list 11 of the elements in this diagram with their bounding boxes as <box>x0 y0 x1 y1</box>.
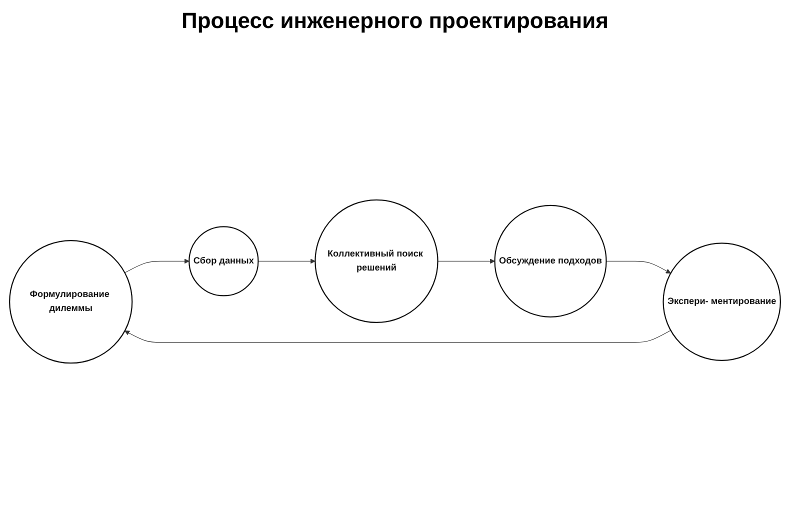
node-circle: Обсуждение подходов <box>494 204 607 318</box>
node-circle: Коллективный поиск решений <box>314 199 438 324</box>
arrow <box>124 330 671 343</box>
arrow <box>606 260 671 274</box>
node-circle: Экспери- ментирование <box>662 242 782 361</box>
arrow <box>258 258 316 264</box>
diagram-title: Процесс инженерного проектирования <box>182 8 608 34</box>
arrow <box>437 258 495 264</box>
node-circle: Формулирование дилеммы <box>9 240 133 364</box>
node-circle: Сбор данных <box>188 226 259 296</box>
arrow <box>124 258 190 274</box>
